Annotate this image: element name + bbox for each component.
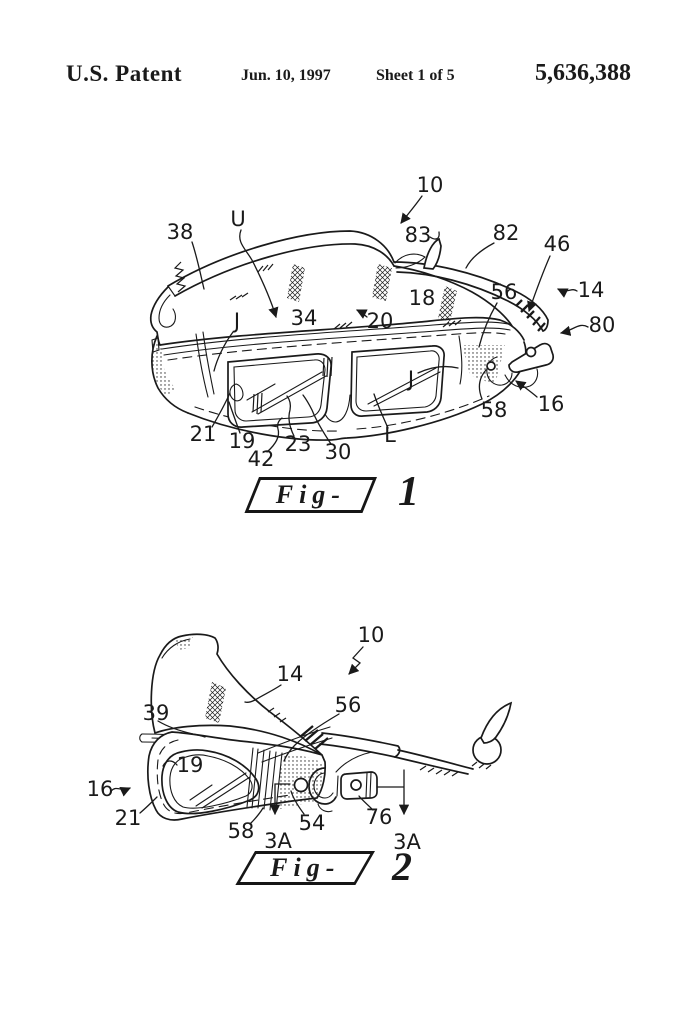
ref-label-76: 76 [366, 805, 393, 829]
ref-label-58: 58 [481, 398, 508, 422]
ref-label-54: 54 [299, 811, 326, 835]
ref-label-30: 30 [325, 440, 352, 464]
ref-label-20: 20 [367, 309, 394, 333]
patent-header-title: U.S. Patent [66, 61, 183, 86]
ref-label-U: U [230, 207, 245, 231]
ref-label-46: 46 [544, 232, 571, 256]
figure-2-leader-lines [110, 646, 374, 825]
ref-label-10: 10 [358, 623, 385, 647]
ref-label-56: 56 [335, 693, 362, 717]
ref-label-18: 18 [409, 286, 436, 310]
ref-label-3A: 3A [264, 829, 292, 853]
figure-2-caption-box: Fig- [235, 851, 375, 885]
ref-label-21: 21 [190, 422, 217, 446]
figure-1-caption-number: 1 [398, 469, 419, 515]
ref-label-42: 42 [248, 447, 275, 471]
ref-label-16: 16 [87, 777, 114, 801]
ref-label-19: 19 [177, 753, 204, 777]
patent-header-date: Jun. 10, 1997 [241, 67, 331, 84]
ref-label-38: 38 [167, 220, 194, 244]
figure-1-caption: Fig- [275, 480, 346, 509]
ref-label-3A: 3A [393, 830, 421, 854]
figure-2-caption: Fig- [270, 853, 341, 882]
figure-1-caption-box: Fig- [244, 477, 377, 513]
figure-2-caption-number: 2 [392, 844, 412, 889]
ref-label-16: 16 [538, 392, 565, 416]
ref-label-82: 82 [493, 221, 520, 245]
ref-label-J: J [406, 367, 414, 391]
ref-label-21: 21 [115, 806, 142, 830]
patent-header-number: 5,636,388 [535, 60, 631, 86]
ref-label-83: 83 [405, 223, 432, 247]
patent-header-sheet: Sheet 1 of 5 [376, 67, 455, 84]
ref-label-L: L [384, 423, 396, 447]
ref-label-34: 34 [291, 306, 318, 330]
ref-label-10: 10 [417, 173, 444, 197]
ref-label-19: 19 [229, 429, 256, 453]
ref-label-14: 14 [578, 278, 605, 302]
figure-1-leader-lines [191, 195, 589, 453]
ref-label-J: J [232, 309, 240, 333]
ref-label-14: 14 [277, 662, 304, 686]
ref-label-58: 58 [228, 819, 255, 843]
ref-label-23: 23 [285, 432, 312, 456]
ref-label-39: 39 [143, 701, 170, 725]
ref-label-56: 56 [491, 280, 518, 304]
ref-label-80: 80 [589, 313, 616, 337]
